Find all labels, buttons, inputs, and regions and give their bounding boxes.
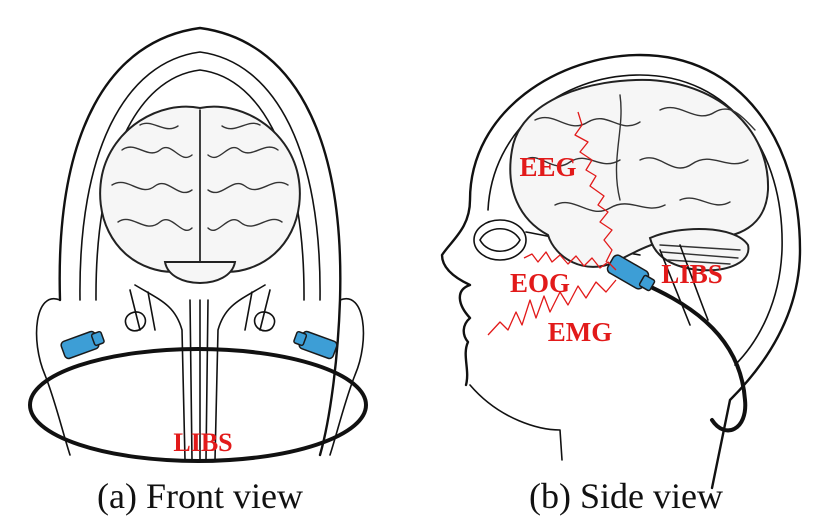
right-earbud	[293, 330, 338, 360]
side-view-panel: EEG EOG EMG LIBS (b) Side view	[440, 53, 802, 516]
front-cerebellum	[163, 261, 237, 284]
side-libs-label: LIBS	[661, 259, 723, 289]
front-head-outline	[58, 26, 342, 457]
emg-signal-trace	[487, 279, 617, 336]
side-brainstem	[659, 244, 709, 326]
left-earbud	[60, 330, 105, 360]
left-ear	[35, 297, 71, 456]
side-libs-cable	[638, 280, 748, 433]
side-view-caption: (b) Side view	[529, 476, 723, 516]
eog-label: EOG	[510, 268, 570, 298]
right-ear	[329, 297, 365, 456]
front-libs-band	[28, 347, 368, 463]
left-inner-ear-icon	[124, 311, 147, 332]
eye-icon	[473, 219, 527, 261]
front-view-caption: (a) Front view	[97, 476, 303, 516]
side-jaw-line	[469, 384, 563, 461]
front-brainstem	[134, 284, 266, 461]
eeg-signal-trace	[574, 111, 613, 263]
eog-signal-trace	[523, 251, 617, 271]
front-view-panel: LIBS (a) Front view	[28, 26, 368, 516]
front-skull-outline	[79, 51, 321, 301]
eeg-label: EEG	[519, 152, 576, 182]
emg-label: EMG	[548, 317, 613, 347]
side-head-outline	[440, 53, 802, 490]
right-inner-ear-icon	[253, 311, 276, 332]
front-libs-label: LIBS	[173, 428, 232, 457]
side-earbud	[606, 254, 656, 292]
